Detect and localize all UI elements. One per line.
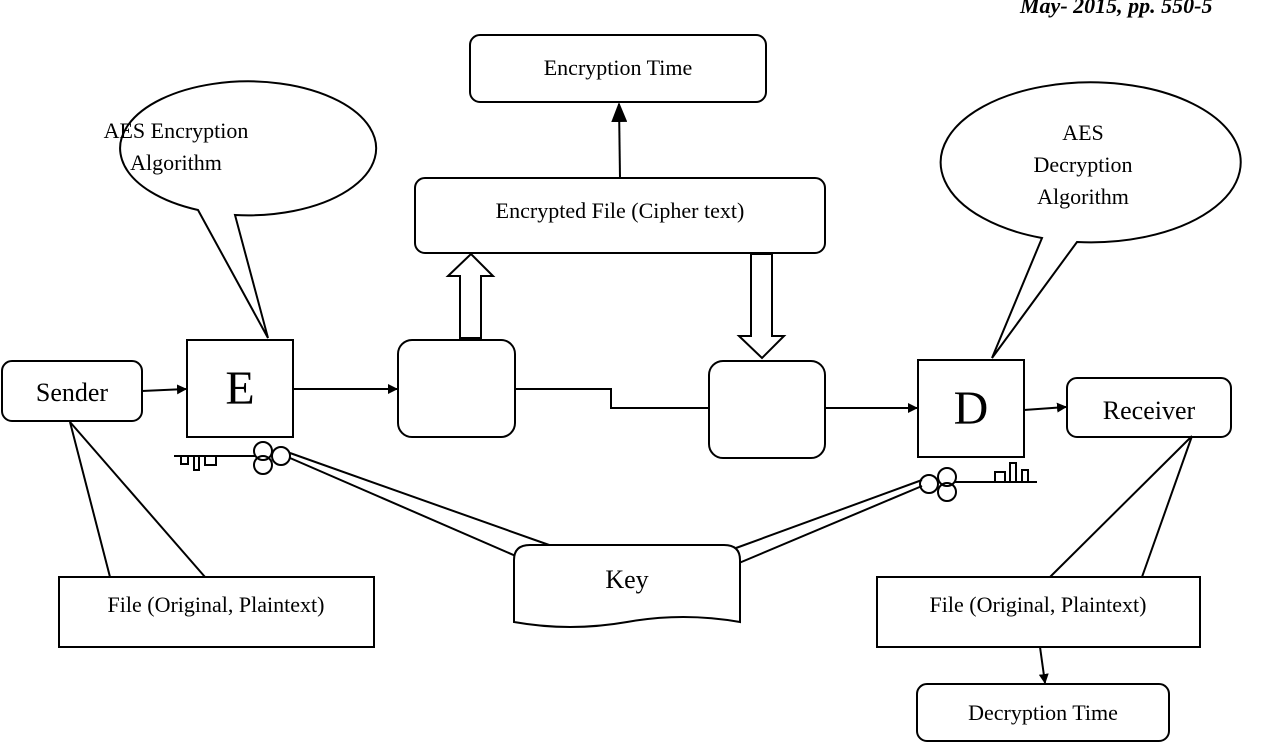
encrypt-box-label: E: [225, 362, 254, 415]
key-label: Key: [605, 565, 648, 594]
aes-decryption-line1: AES: [1062, 120, 1104, 145]
sender-label: Sender: [36, 378, 109, 407]
file-original-left-node: File (Original, Plaintext): [58, 421, 375, 648]
decrypt-box: D: [917, 359, 1025, 458]
encrypted-file-node: Encrypted File (Cipher text): [414, 177, 826, 254]
left-transfer-box: [397, 339, 516, 438]
arrow-sender-to-e: [141, 384, 187, 395]
aes-decryption-line3: Algorithm: [1037, 184, 1129, 209]
arrow-to-decryption-time: [1038, 646, 1049, 684]
header-citation: May- 2015, pp. 550-5: [1019, 0, 1212, 18]
encryption-time-label: Encryption Time: [544, 55, 693, 80]
encrypted-file-label: Encrypted File (Cipher text): [496, 198, 745, 223]
key-icon-left: [174, 441, 291, 475]
aes-encryption-callout: AES Encryption Algorithm: [104, 80, 378, 339]
encryption-time-node: Encryption Time: [469, 34, 767, 103]
decryption-time-node: Decryption Time: [916, 683, 1170, 742]
aes-decryption-bubble: [939, 81, 1242, 359]
file-original-left-label: File (Original, Plaintext): [108, 592, 325, 617]
aes-encryption-line2: Algorithm: [130, 150, 222, 175]
hollow-arrow-up: [445, 252, 496, 339]
aes-encryption-bubble: [119, 80, 378, 339]
sender-node: Sender: [1, 360, 143, 422]
file-original-right-node: File (Original, Plaintext): [876, 435, 1201, 648]
aes-decryption-line2: Decryption: [1034, 152, 1133, 177]
key-icon-right: [919, 462, 1037, 502]
encrypt-box: E: [186, 339, 294, 438]
file-original-right-label: File (Original, Plaintext): [930, 592, 1147, 617]
key-node: Key: [289, 452, 923, 628]
decrypt-box-label: D: [954, 382, 989, 435]
arrow-to-encryption-time: [611, 102, 628, 179]
hollow-arrow-down: [736, 253, 787, 360]
receiver-label: Receiver: [1103, 396, 1196, 425]
arrow-d-to-receiver: [1023, 402, 1067, 413]
receiver-node: Receiver: [1066, 377, 1232, 438]
decryption-time-label: Decryption Time: [968, 700, 1118, 725]
aes-decryption-callout: AES Decryption Algorithm: [939, 81, 1242, 359]
transfer-line: [515, 388, 709, 409]
right-transfer-box: [708, 360, 826, 459]
aes-encryption-line1: AES Encryption: [104, 118, 249, 143]
